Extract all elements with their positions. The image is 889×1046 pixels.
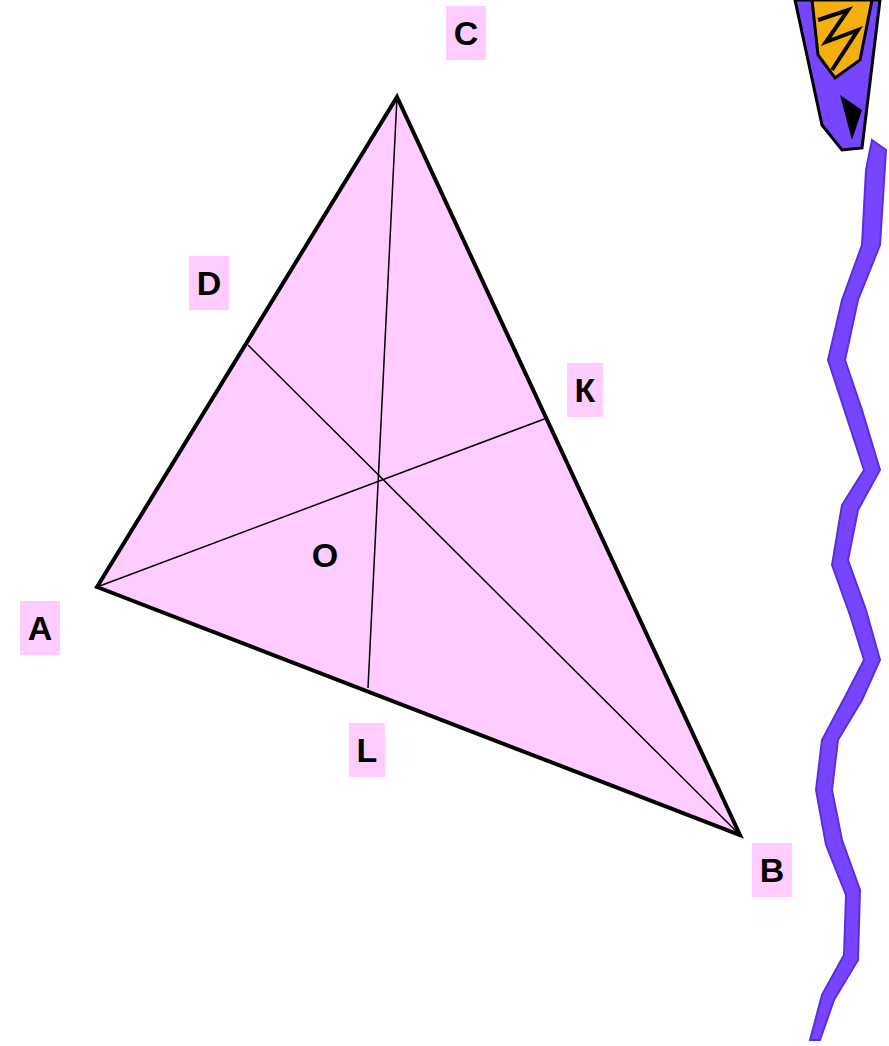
wavy-border (810, 140, 886, 1040)
vertex-label: A (20, 601, 61, 655)
cevian-line (248, 345, 740, 835)
pencil-icon (795, 0, 880, 150)
vertex-label: B (752, 843, 793, 897)
vertex-label: C (446, 6, 487, 60)
cevian-line (368, 97, 397, 688)
triangle-fill (97, 97, 740, 835)
vertex-label: D (189, 256, 230, 310)
cevian-line (97, 418, 547, 587)
vertex-label: К (567, 363, 604, 417)
vertex-label: L (349, 723, 386, 777)
vertex-label: O (304, 528, 346, 582)
triangle-outline (97, 97, 740, 835)
